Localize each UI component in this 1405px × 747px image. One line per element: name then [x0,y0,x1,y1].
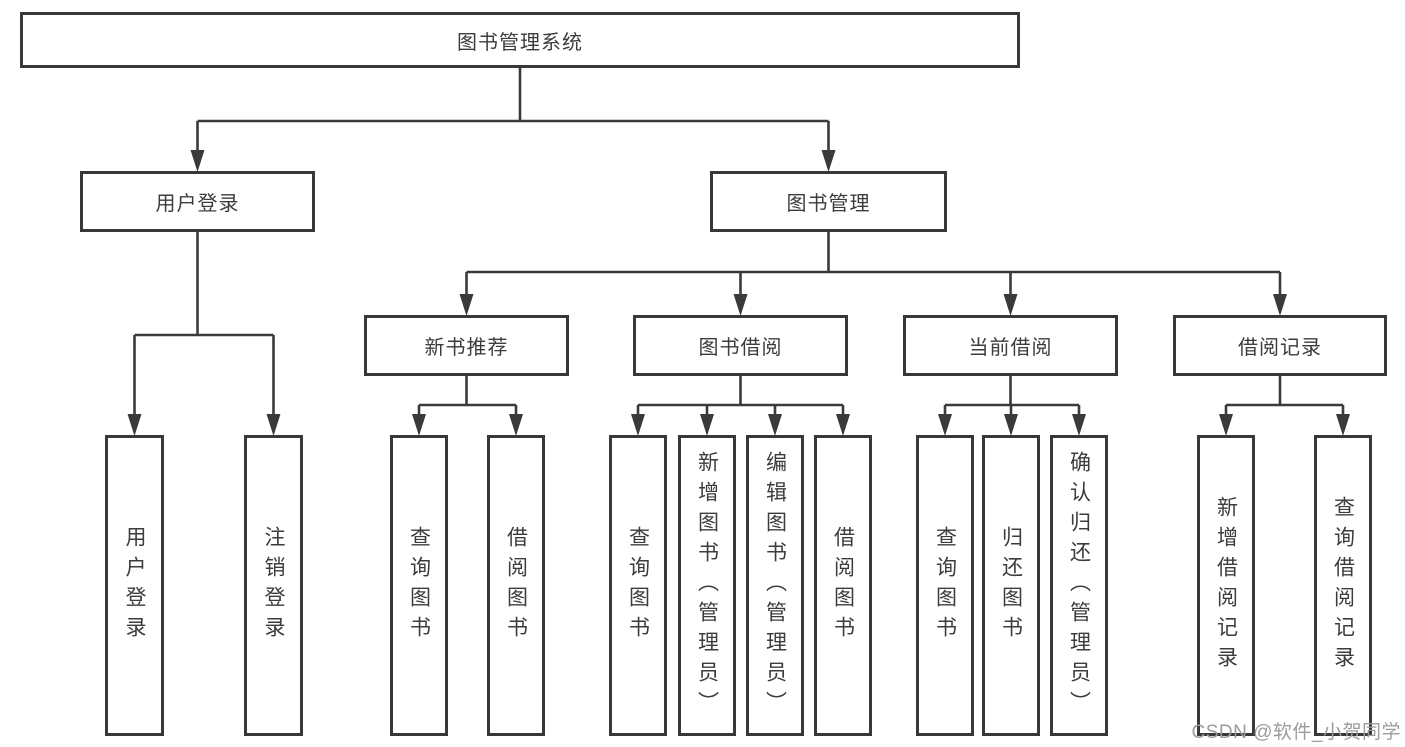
leaf-borrow-borrow-book: 借阅图书 [814,435,872,736]
leaf-user-login-label: 用户登录 [123,525,146,646]
leaf-current-confirm-return-admin-label: 确认归还（管理员） [1067,450,1091,721]
leaf-borrow-edit-book-admin-label: 编辑图书（管理员） [763,450,787,721]
arrowhead-icon [509,414,523,436]
node-user-login: 用户登录 [80,171,315,232]
arrowhead-icon [266,414,281,436]
arrowhead-icon [700,414,714,436]
leaf-user-login: 用户登录 [105,435,164,736]
node-user-login-label: 用户登录 [155,193,240,215]
leaf-borrow-query-book-label: 查询图书 [626,525,650,646]
leaf-record-query-record-label: 查询借阅记录 [1331,495,1355,676]
leaf-newrec-borrow-book-label: 借阅图书 [504,525,528,646]
leaf-record-add-record-label: 新增借阅记录 [1214,495,1238,676]
arrowhead-icon [631,414,645,436]
node-root: 图书管理系统 [20,12,1020,68]
csdn-watermark: CSDN @软件_小贺同学 [1191,722,1401,743]
leaf-borrow-borrow-book-label: 借阅图书 [831,525,855,646]
leaf-newrec-query-book-label: 查询图书 [407,525,431,646]
leaf-borrow-add-book-admin: 新增图书（管理员） [678,435,736,736]
arrowhead-icon [1219,414,1233,436]
node-current-borrow-label: 当前借阅 [968,337,1053,359]
arrowhead-icon [768,414,782,436]
leaf-current-return-book-label: 归还图书 [999,525,1023,646]
node-new-book-recommend: 新书推荐 [364,315,569,376]
leaf-current-confirm-return-admin: 确认归还（管理员） [1050,435,1108,736]
node-borrow-record-label: 借阅记录 [1238,337,1322,359]
arrowhead-icon [190,150,205,172]
leaf-borrow-add-book-admin-label: 新增图书（管理员） [695,450,719,721]
arrowhead-icon [821,150,836,172]
leaf-record-query-record: 查询借阅记录 [1314,435,1372,736]
node-new-book-recommend-label: 新书推荐 [424,337,509,359]
arrowhead-icon [1004,414,1018,436]
node-current-borrow: 当前借阅 [903,315,1118,376]
leaf-newrec-borrow-book: 借阅图书 [487,435,545,736]
node-book-management-label: 图书管理 [786,193,871,215]
arrowhead-icon [459,294,474,316]
leaf-record-add-record: 新增借阅记录 [1197,435,1255,736]
leaf-logout: 注销登录 [244,435,303,736]
arrowhead-icon [412,414,426,436]
node-borrow-record: 借阅记录 [1173,315,1387,376]
leaf-current-return-book: 归还图书 [982,435,1040,736]
leaf-newrec-query-book: 查询图书 [390,435,448,736]
leaf-borrow-query-book: 查询图书 [609,435,667,736]
leaf-current-query-book-label: 查询图书 [933,525,957,646]
arrowhead-icon [127,414,142,436]
arrowhead-icon [836,414,850,436]
arrowhead-icon [1336,414,1350,436]
node-root-label: 图书管理系统 [457,31,583,54]
arrowhead-icon [938,414,952,436]
arrowhead-icon [1072,414,1086,436]
arrowhead-icon [1003,294,1018,316]
leaf-logout-label: 注销登录 [262,525,285,646]
node-book-borrow-label: 图书借阅 [698,337,783,359]
arrowhead-icon [733,294,748,316]
node-book-borrow: 图书借阅 [633,315,848,376]
leaf-current-query-book: 查询图书 [916,435,974,736]
arrowhead-icon [1273,294,1287,316]
node-book-management: 图书管理 [710,171,947,232]
leaf-borrow-edit-book-admin: 编辑图书（管理员） [746,435,804,736]
connector-path [133,68,1345,421]
